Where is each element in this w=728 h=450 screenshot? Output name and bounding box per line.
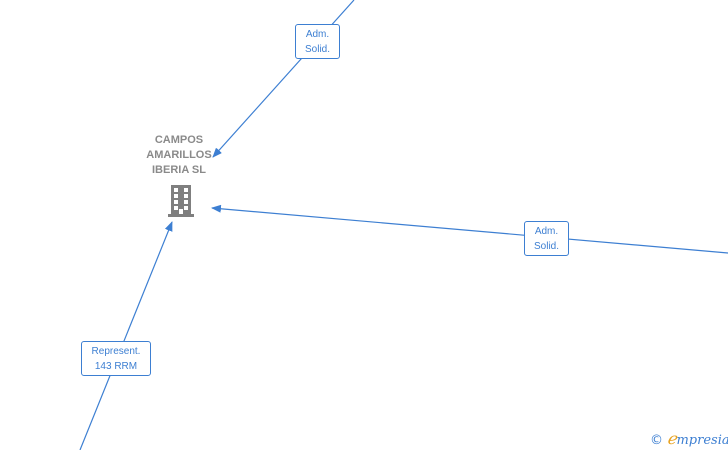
empresia-watermark: © ℯmpresia [650, 429, 728, 448]
edge-label-line1: Represent. [91, 345, 141, 357]
company-name[interactable]: CAMPOS AMARILLOS IBERIA SL [146, 134, 212, 176]
edge-label-line2: 143 RRM [94, 360, 138, 372]
edge-label-adm-solid-top[interactable]: Adm. Solid. [295, 24, 340, 59]
copyright-icon: © [650, 433, 663, 448]
building-icon[interactable] [165, 183, 197, 218]
edge-label-line1: Adm. [305, 28, 330, 40]
edge-label-line1: Adm. [534, 225, 559, 237]
edge-right-line[interactable] [211, 204, 728, 254]
edge-label-line2: Solid. [533, 240, 559, 252]
edge-label-adm-solid-right[interactable]: Adm. Solid. [524, 221, 569, 256]
edge-bottom-line[interactable] [79, 221, 173, 450]
empresia-logo-e: ℯ [667, 429, 677, 448]
edge-label-line2: Solid. [304, 43, 330, 55]
empresia-logo-text: mpresia [676, 433, 728, 448]
edge-label-represent[interactable]: Represent. 143 RRM [81, 341, 151, 376]
